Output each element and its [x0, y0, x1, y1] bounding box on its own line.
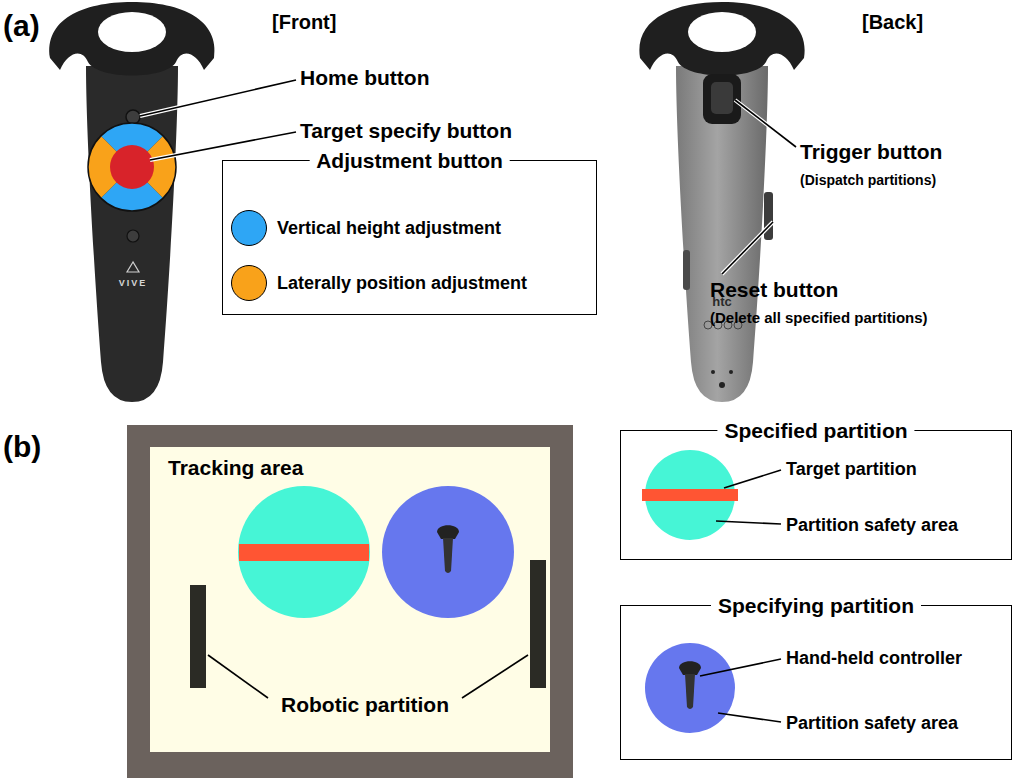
part-note: (Dispatch partitions) [800, 172, 936, 188]
legend-swatch [231, 265, 267, 301]
legend-swatch [231, 210, 267, 246]
part-name: Partition safety area [786, 515, 958, 536]
part-name: Partition safety area [786, 713, 958, 734]
legend-title: Specifying partition [711, 594, 921, 618]
tracking-frame [127, 425, 573, 778]
legend-box: Adjustment buttonVertical height adjustm… [222, 160, 597, 315]
tracking-area: Tracking areaRobotic partition [150, 447, 550, 752]
legend-box: Specifying partitionHand-held controller… [620, 605, 1012, 760]
leader-line [722, 100, 796, 274]
front-controller [49, 2, 214, 402]
legend-title: Adjustment button [309, 149, 510, 173]
legend-title: Specified partition [717, 419, 914, 443]
part-note: (Delete all specified partitions) [710, 309, 928, 326]
panel-letter: (b) [3, 430, 41, 465]
brand-logo: htc [712, 295, 732, 310]
panel-letter: (a) [3, 9, 40, 44]
part-name: Home button [300, 66, 429, 90]
brand-logo: VIVE [119, 278, 148, 288]
leader-line [140, 80, 296, 160]
part-name: Trigger button [800, 140, 942, 164]
area-name: Tracking area [168, 456, 303, 480]
legend-entry: Vertical height adjustment [231, 210, 501, 246]
specified-illustration [642, 450, 781, 540]
legend-text: Vertical height adjustment [277, 218, 501, 239]
specifying-illustration [645, 643, 781, 733]
part-name: Robotic partition [281, 693, 449, 717]
part-name: Target partition [786, 459, 917, 480]
legend-entry: Laterally position adjustment [231, 265, 527, 301]
view-title: [Back] [862, 11, 923, 34]
view-title: [Front] [272, 11, 336, 34]
part-name: Target specify button [300, 119, 512, 143]
legend-box: Specified partitionTarget partitionParti… [620, 430, 1012, 560]
part-name: Hand-held controller [786, 648, 962, 669]
back-controller [639, 2, 804, 402]
legend-text: Laterally position adjustment [277, 273, 527, 294]
